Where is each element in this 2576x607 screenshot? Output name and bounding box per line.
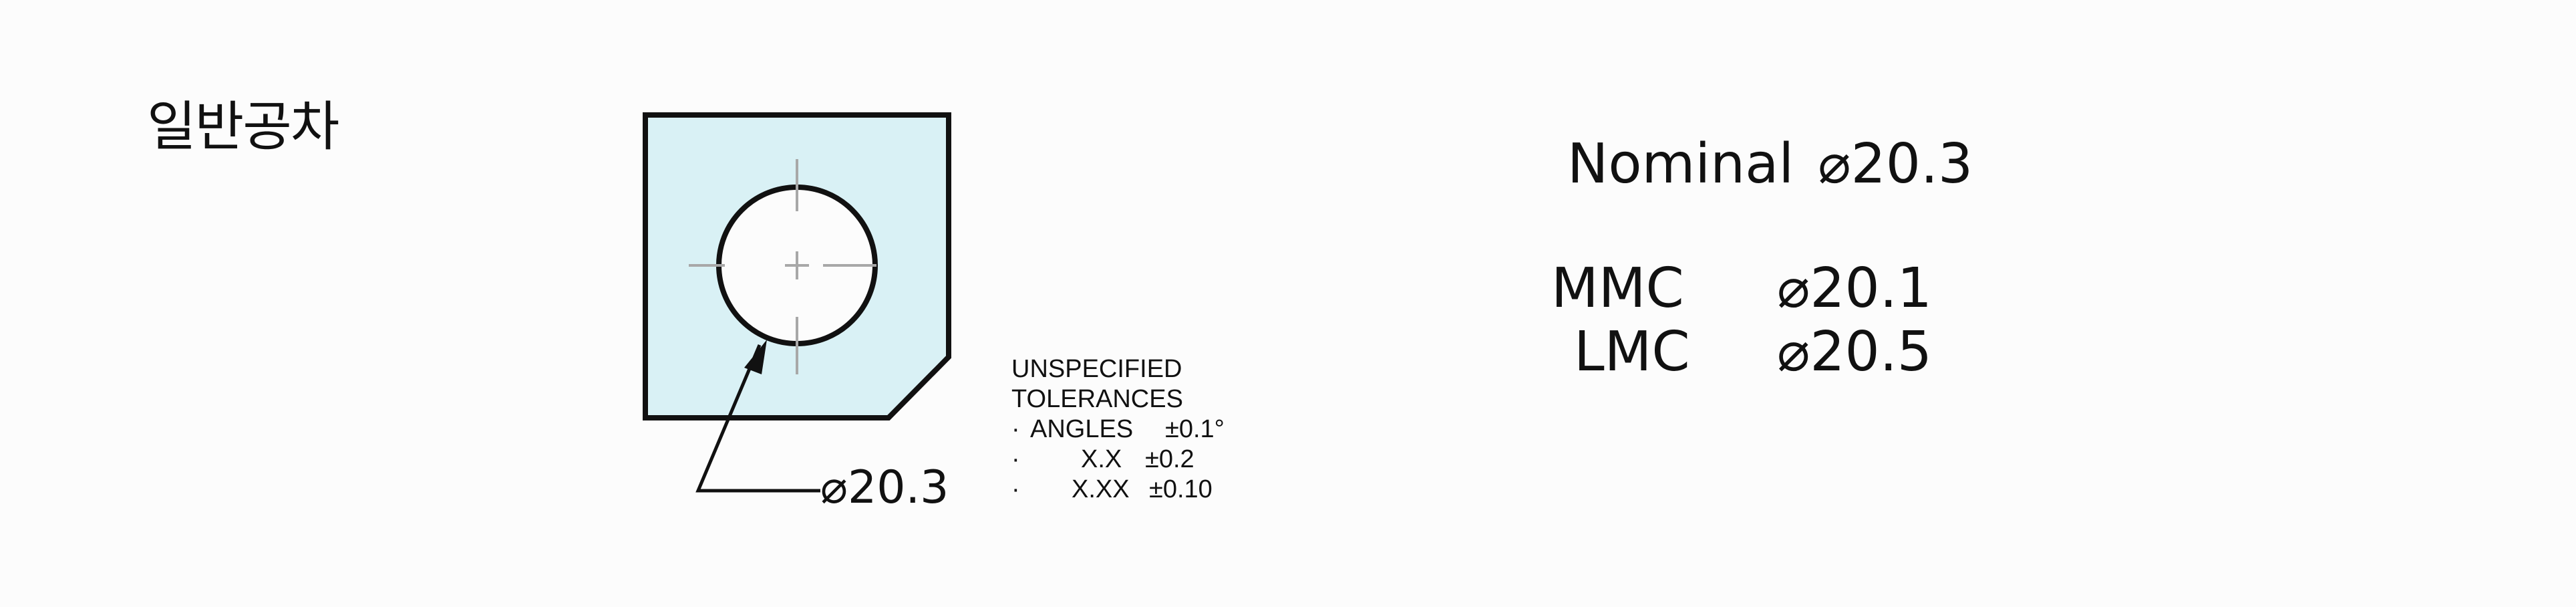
spec-lmc-label: LMC [1574,320,1690,384]
spec-mmc-dimension: ⌀20.1 [1777,261,1932,316]
spec-mmc-symbol: ⌀ [1777,257,1810,320]
spec-nominal: Nominal ⌀20.3 [1567,137,1973,192]
tolerance-label: ANGLES [1030,415,1134,443]
spec-mmc-value: 20.1 [1810,257,1932,320]
spec-nominal-symbol: ⌀ [1818,132,1851,196]
spec-lmc: LMC [1574,325,1690,380]
diameter-symbol: ⌀ [820,461,848,514]
leader-arrowhead [744,340,767,374]
leader-line [695,340,820,493]
spec-mmc-label: MMC [1551,257,1684,320]
tolerance-heading-line-2: TOLERANCES [1011,385,1183,413]
tolerance-label: X.XX [1072,475,1130,503]
diameter-callout: ⌀20.3 [820,465,949,511]
spec-lmc-value: 20.5 [1810,320,1932,384]
tolerance-bullet: · [1011,415,1020,443]
page-title: 일반공차 [147,96,339,158]
tolerance-value: ±0.1° [1165,415,1225,443]
tolerance-bullet: · [1011,475,1020,503]
spec-nominal-value: 20.3 [1850,132,1973,196]
tolerance-heading-line-1: UNSPECIFIED [1011,355,1182,383]
tolerance-value: ±0.10 [1149,475,1213,503]
tolerance-value: ±0.2 [1145,445,1194,473]
tolerance-bullet: · [1011,445,1020,473]
spec-nominal-label: Nominal [1567,132,1794,196]
general-tolerance-note: UNSPECIFIED TOLERANCES · ANGLES ±0.1° · … [1011,354,1225,505]
tolerance-row-angles: · ANGLES ±0.1° [1011,414,1225,445]
tolerance-row-two-decimal: · X.XX ±0.10 [1011,475,1213,505]
tolerance-row-one-decimal: · X.X ±0.2 [1011,445,1194,475]
center-lines [689,159,876,374]
tolerance-label: X.X [1081,445,1122,473]
spec-lmc-symbol: ⌀ [1777,320,1810,384]
diameter-callout-value: 20.3 [847,461,949,514]
spec-mmc: MMC [1551,261,1684,316]
spec-lmc-dimension: ⌀20.5 [1777,325,1932,380]
